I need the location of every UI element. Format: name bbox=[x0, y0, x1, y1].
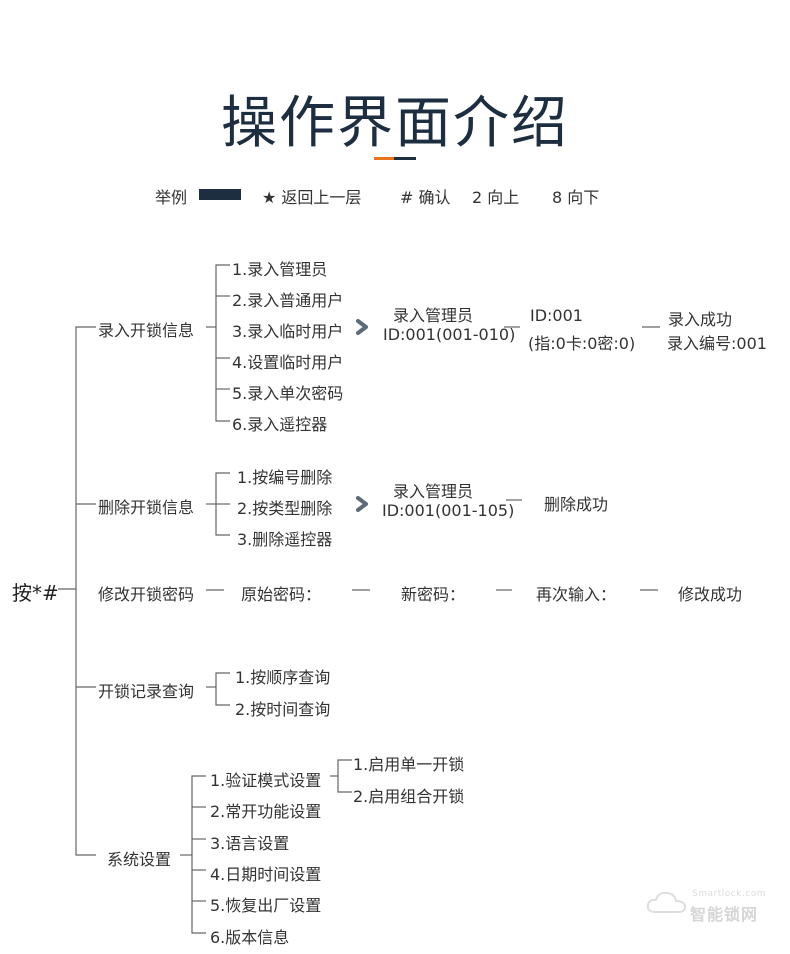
legend-item-down: 8 向下 bbox=[552, 188, 600, 207]
enroll-step1-line1: 录入管理员 bbox=[393, 306, 474, 325]
cloud-icon bbox=[646, 891, 687, 913]
branch-delete: 删除开锁信息 bbox=[98, 498, 195, 517]
enroll-step1-line2: ID:001(001-010) bbox=[383, 325, 516, 344]
enroll-item: 3.录入临时用户 bbox=[232, 322, 344, 341]
modify-step: 再次输入： bbox=[536, 585, 617, 604]
title-accent-orange bbox=[374, 157, 394, 160]
root-node: 按*# bbox=[12, 581, 59, 605]
delete-step1-line1: 录入管理员 bbox=[393, 482, 474, 501]
system-sub-item: 1.启用单一开锁 bbox=[353, 755, 465, 774]
delete-step2: 删除成功 bbox=[544, 495, 609, 514]
system-item: 2.常开功能设置 bbox=[210, 802, 322, 821]
system-item: 3.语言设置 bbox=[210, 834, 290, 853]
legend-swatch bbox=[199, 189, 241, 200]
delete-item: 3.删除遥控器 bbox=[237, 530, 333, 549]
records-item: 2.按时间查询 bbox=[235, 700, 331, 719]
enroll-step3-line2: 录入编号:001 bbox=[667, 334, 767, 353]
enroll-item: 2.录入普通用户 bbox=[232, 291, 344, 310]
page-title: 操作界面介绍 bbox=[221, 91, 569, 156]
delete-step1-line2: ID:001(001-105) bbox=[382, 501, 515, 520]
branch-modify: 修改开锁密码 bbox=[98, 585, 195, 604]
legend-item-back: ★ 返回上一层 bbox=[262, 188, 362, 207]
enroll-step3-line1: 录入成功 bbox=[668, 310, 733, 329]
title-accent-dark bbox=[394, 157, 416, 160]
system-item: 6.版本信息 bbox=[210, 928, 290, 947]
branch-enroll: 录入开锁信息 bbox=[98, 321, 195, 340]
system-item: 5.恢复出厂设置 bbox=[210, 896, 322, 915]
records-item: 1.按顺序查询 bbox=[235, 668, 331, 687]
system-sub-item: 2.启用组合开锁 bbox=[353, 787, 465, 806]
enroll-item: 1.录入管理员 bbox=[232, 260, 328, 279]
enroll-step2-line2: (指:0卡:0密:0) bbox=[528, 334, 636, 353]
delete-item: 2.按类型删除 bbox=[237, 499, 333, 518]
branch-system: 系统设置 bbox=[107, 850, 172, 869]
delete-item: 1.按编号删除 bbox=[237, 468, 333, 487]
legend-item-confirm: # 确认 bbox=[400, 188, 451, 207]
chevron-right-icon bbox=[356, 319, 368, 335]
watermark-logo: 智能锁网 bbox=[690, 905, 759, 924]
enroll-step2-line1: ID:001 bbox=[530, 306, 583, 325]
enroll-item: 6.录入遥控器 bbox=[232, 415, 328, 434]
system-item: 1.验证模式设置 bbox=[210, 771, 322, 790]
enroll-item: 5.录入单次密码 bbox=[232, 384, 344, 403]
modify-step: 原始密码： bbox=[241, 585, 322, 604]
watermark-small: Smartlock.com bbox=[692, 889, 766, 899]
enroll-item: 4.设置临时用户 bbox=[232, 353, 344, 372]
legend-label: 举例 bbox=[155, 188, 188, 207]
system-item: 4.日期时间设置 bbox=[210, 865, 322, 884]
branch-records: 开锁记录查询 bbox=[98, 682, 195, 701]
modify-step: 修改成功 bbox=[678, 585, 743, 604]
modify-step: 新密码： bbox=[401, 585, 466, 604]
legend-item-up: 2 向上 bbox=[472, 188, 520, 207]
chevron-right-icon bbox=[356, 496, 368, 512]
